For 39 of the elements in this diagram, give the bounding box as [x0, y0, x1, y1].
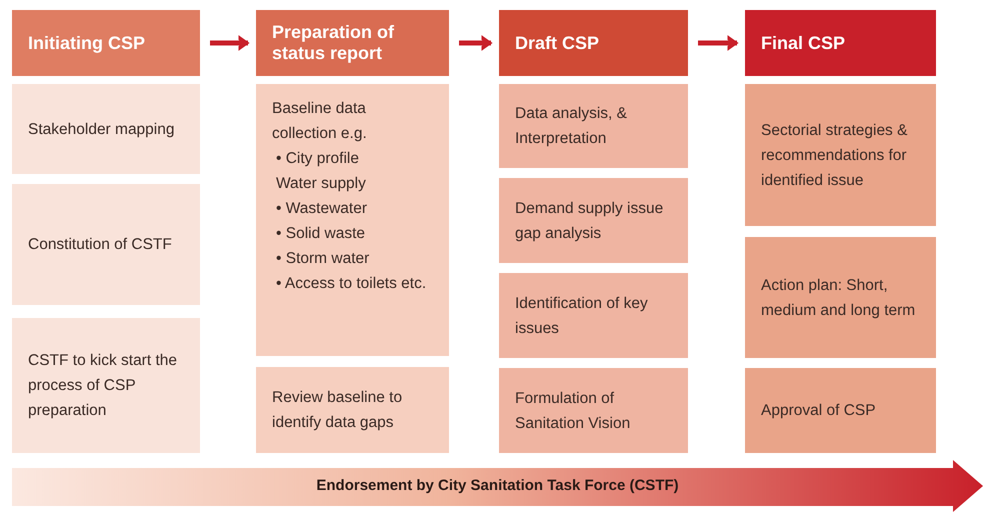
step-text: CSTF to kick start the process of CSP preparation: [28, 351, 178, 421]
stage-title: Preparation of status report: [272, 22, 396, 64]
step-box: [256, 367, 449, 453]
step-box: [12, 318, 200, 453]
step-box: [745, 84, 936, 226]
step-text: Stakeholder mapping: [28, 120, 176, 140]
list-item: • Storm water: [275, 249, 370, 269]
endorsement-text: Endorsement by City Sanitation Task Force (CSTF): [316, 476, 679, 496]
step-box: [12, 184, 200, 305]
step-text: Identification of key issues: [515, 294, 649, 338]
stage-title: Initiating CSP: [28, 32, 146, 54]
list-item: Water supply: [275, 174, 367, 194]
step-box: [12, 84, 200, 174]
list-item: • Access to toilets etc.: [275, 274, 428, 294]
list-item: • Solid waste: [275, 224, 366, 244]
step-box: [499, 273, 688, 358]
stage-header: [745, 10, 936, 76]
step-text: Review baseline to identify data gaps: [272, 388, 404, 433]
step-text: Data analysis, & Interpretation: [515, 104, 628, 149]
list-item: • Wastewater: [275, 199, 368, 219]
step-text: Constitution of CSTF: [28, 235, 173, 255]
step-text: Action plan: Short, medium and long term: [761, 276, 916, 320]
step-box: [499, 178, 688, 263]
step-box: [499, 84, 688, 168]
stage-header: [12, 10, 200, 76]
step-box: [256, 84, 449, 356]
step-text: Baseline data collection e.g.: [272, 99, 368, 144]
list-item: • City profile: [275, 149, 360, 169]
step-text: Demand supply issue gap analysis: [515, 198, 664, 244]
stage-title: Final CSP: [761, 32, 846, 54]
step-box: [745, 237, 936, 358]
stage-title: Draft CSP: [515, 32, 600, 54]
stage-header: [499, 10, 688, 76]
step-box: [745, 368, 936, 453]
step-text: Approval of CSP: [761, 401, 877, 421]
step-box: [499, 368, 688, 453]
step-text: Sectorial strategies & recommendations for identified issue: [761, 120, 908, 190]
stage-header: [256, 10, 449, 76]
step-text: Formulation of Sanitation Vision: [515, 388, 632, 434]
